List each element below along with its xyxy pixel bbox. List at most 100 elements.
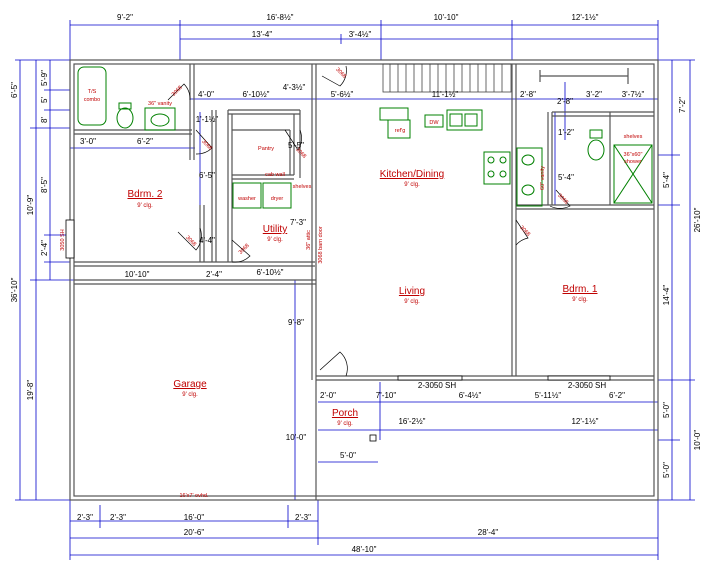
shelves-2-label: shelves — [624, 134, 643, 140]
door-label-f: 3068 — [238, 243, 251, 256]
room-utility-ceiling: 9' clg. — [267, 237, 283, 243]
dim-int-20: 1'-2" — [558, 128, 574, 137]
dim-bot-1b: 2'-3" — [77, 513, 93, 522]
dim-porch-2: 7'-10" — [376, 391, 397, 400]
dim-left-4: 8' — [40, 117, 49, 123]
window-label-b: 2-3050 SH — [418, 381, 456, 390]
door-label-g: 3068 — [556, 193, 569, 206]
garage-door-label: 16'x7' ovhd. — [179, 493, 208, 499]
dim-int-5: 11'-1½" — [432, 90, 459, 99]
room-bdrm2-name: Bdrm. 2 — [127, 189, 162, 200]
dim-int-16: 7'-3" — [290, 218, 306, 227]
range-fixture — [483, 151, 511, 185]
washer-fixture — [232, 182, 262, 209]
dim-bot-5: 28'-4" — [478, 528, 499, 537]
dim-porch-6: 16'-2½" — [398, 417, 425, 426]
dryer-label: dryer — [271, 196, 284, 202]
dim-top-6: 3'-4½" — [349, 30, 372, 39]
dim-left-7: 2'-4" — [40, 240, 49, 256]
dim-int-10: 3'-0" — [80, 137, 96, 146]
dim-left-9: 19'-8" — [26, 380, 35, 401]
door-label-d: 3068 — [294, 147, 307, 160]
room-living-ceiling: 9' clg. — [404, 299, 420, 305]
dim-int-22: 9'-8" — [288, 318, 304, 327]
dim-left-6: 10'-9" — [26, 195, 35, 216]
room-living-name: Living — [399, 286, 425, 297]
dim-right-4: 14'-4" — [662, 285, 671, 306]
fridge-fixture — [387, 119, 411, 139]
dim-top-1: 9'-2" — [117, 13, 133, 22]
vanity-fixture — [144, 107, 176, 131]
dim-porch-4: 5'-11½" — [535, 391, 562, 400]
vanity-60-fixture — [516, 147, 543, 207]
ts-combo-label-2: combo — [84, 97, 101, 103]
dim-int-23: 10'-0" — [286, 433, 307, 442]
dim-int-15: 5'-5" — [288, 141, 304, 150]
dim-int-19: 6'-10½" — [256, 268, 283, 277]
dim-porch-3: 6'-4½" — [459, 391, 482, 400]
dim-left-1: 6'-5" — [10, 82, 19, 98]
dim-bot-6: 48'-10" — [352, 545, 377, 554]
room-garage-name: Garage — [173, 379, 207, 390]
vanity-60-label: 60" vanity — [540, 166, 546, 190]
dimension-labels: 9'-2" 16'-8½" 10'-10" 12'-1½" 13'-4" 3'-… — [10, 13, 702, 554]
doors — [167, 65, 571, 377]
door-label-c: 3068 — [200, 139, 213, 152]
dim-top-5: 13'-4" — [252, 30, 273, 39]
cab-wall-label: cab wall — [265, 172, 285, 178]
toilet-fixture — [116, 107, 134, 129]
dim-right-1: 7'-2" — [678, 97, 687, 113]
dim-int-18: 2'-4" — [206, 270, 222, 279]
window-label-a: 3050 SH — [60, 229, 66, 250]
sink-fixture — [446, 109, 483, 131]
dim-int-2: 6'-10½" — [242, 90, 269, 99]
dim-right-6: 10'-0" — [693, 430, 702, 451]
dim-int-13: 6'-5" — [199, 171, 215, 180]
dim-int-14: 4'-4" — [199, 236, 215, 245]
room-garage-ceiling: 9' clg. — [182, 392, 198, 398]
tub-shower-fixture — [77, 66, 107, 126]
post-marker — [369, 434, 377, 442]
dim-int-1: 4'-0" — [198, 90, 214, 99]
room-bdrm2-ceiling: 9' clg. — [137, 203, 153, 209]
dim-left-3: 5' — [40, 97, 49, 103]
shelves-label: shelves — [293, 184, 312, 190]
dim-bot-4: 20'-6" — [184, 528, 205, 537]
room-bdrm1-ceiling: 9' clg. — [572, 297, 588, 303]
dryer-fixture — [262, 182, 292, 209]
fixtures — [77, 66, 653, 209]
room-kitchen-ceiling: 9' clg. — [404, 182, 420, 188]
dim-int-3: 4'-3½" — [283, 83, 306, 92]
windows — [65, 219, 611, 381]
dim-right-2: 5'-4" — [662, 172, 671, 188]
dw-label: DW — [429, 120, 439, 126]
pantry-label: Pantry — [258, 146, 274, 152]
shower-label-1: 36"x60" — [624, 152, 643, 158]
room-utility-name: Utility — [263, 224, 287, 235]
dim-right-5: 5'-0" — [662, 402, 671, 418]
room-bdrm1-name: Bdrm. 1 — [562, 284, 597, 295]
dim-porch-5: 6'-2" — [609, 391, 625, 400]
dim-right-3: 26'-10" — [693, 207, 702, 232]
dim-porch-7: 12'-1½" — [571, 417, 598, 426]
dishwasher-fixture — [424, 114, 444, 128]
dim-left-5: 8'-5" — [40, 177, 49, 193]
room-porch-name: Porch — [332, 408, 358, 419]
dim-int-12: 1'-1½" — [196, 115, 219, 124]
door-label-e: 3068 — [184, 235, 197, 248]
dim-left-2: 5'-9" — [40, 70, 49, 86]
dim-porch-1: 2'-0" — [320, 391, 336, 400]
ts-combo-label-1: T/S — [88, 89, 97, 95]
stairs — [382, 63, 512, 93]
attic-label: 36" attic — [306, 230, 312, 250]
dim-int-6: 2'-8" — [520, 90, 536, 99]
door-label-h: 3068 — [518, 225, 531, 238]
toilet-2-fixture — [587, 139, 605, 161]
dim-bot-3: 2'-3" — [295, 513, 311, 522]
dim-int-8: 3'-2" — [586, 90, 602, 99]
door-label-a: 3068 — [171, 85, 184, 98]
dim-int-17: 10'-10" — [125, 270, 150, 279]
refg-label: ref'g — [395, 128, 406, 134]
dim-top-2: 16'-8½" — [266, 13, 293, 22]
